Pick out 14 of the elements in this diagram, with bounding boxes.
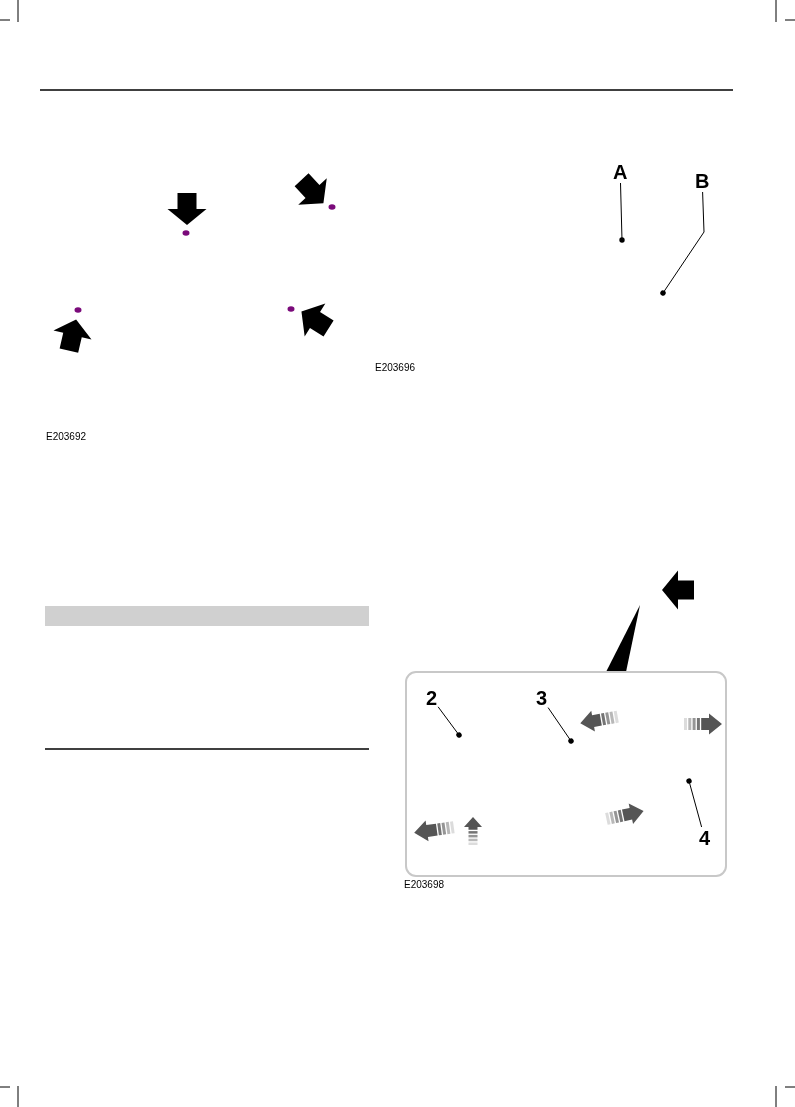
leader-line bbox=[547, 707, 574, 744]
figure-code: E203696 bbox=[375, 363, 416, 373]
figure-code: E203692 bbox=[46, 432, 87, 442]
callout-letter: A bbox=[613, 162, 628, 182]
callout-number: 4 bbox=[699, 828, 711, 848]
leader-line bbox=[686, 778, 703, 828]
callout-number: 2 bbox=[426, 688, 438, 708]
leader-line bbox=[437, 706, 462, 738]
inset-panel bbox=[405, 671, 727, 877]
callout-letter: B bbox=[695, 171, 710, 191]
callout-number: 3 bbox=[536, 688, 548, 708]
leader-line bbox=[619, 182, 625, 243]
figure-code: E203698 bbox=[404, 880, 445, 890]
leader-line bbox=[660, 191, 705, 296]
